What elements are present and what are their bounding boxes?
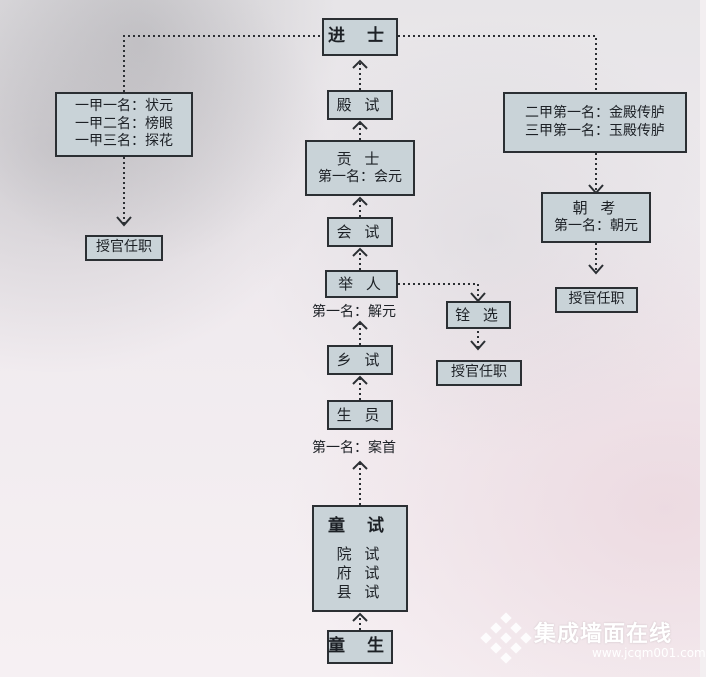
watermark-url: www.jcqm001.com xyxy=(592,646,706,660)
node-appoint-left: 授官任职 xyxy=(85,235,163,261)
node-yijia-1: 一甲一名：状元 xyxy=(75,98,173,115)
arrow-up-tongshi xyxy=(352,612,368,622)
node-chaokao-first: 第一名：朝元 xyxy=(554,218,638,235)
node-appoint-mid: 授官任职 xyxy=(436,360,522,386)
node-erjia-2: 三甲第一名：玉殿传胪 xyxy=(525,122,665,139)
node-tongshi-sub-1: 院 试 xyxy=(336,545,384,563)
connector-juren-quanxuan xyxy=(398,283,479,300)
watermark-text: 集成墙面在线 xyxy=(534,622,673,647)
arrow-up-shengyuan xyxy=(352,460,368,470)
node-huishi-label: 会 试 xyxy=(336,222,384,241)
node-tongsheng-label: 童 生 xyxy=(328,636,392,657)
node-huishi: 会 试 xyxy=(327,217,393,247)
arrow-up-dianshi xyxy=(352,120,368,130)
arrow-up-huishi xyxy=(352,247,368,257)
arrow-down-appoint-right xyxy=(588,264,604,275)
node-yijia: 一甲一名：状元 一甲二名：榜眼 一甲三名：探花 xyxy=(55,92,193,157)
node-xiangshi: 乡 试 xyxy=(327,345,393,375)
node-yijia-2: 一甲二名：榜眼 xyxy=(75,115,173,132)
arrow-up-jinshi xyxy=(352,59,368,69)
node-juren-label: 举 人 xyxy=(338,274,385,293)
arrow-down-appoint-mid xyxy=(470,340,486,351)
node-appoint-mid-label: 授官任职 xyxy=(451,364,507,381)
node-dianshi-label: 殿 试 xyxy=(336,95,384,114)
node-gongshi: 贡 士 第一名：会元 xyxy=(305,140,415,196)
connector-top-right xyxy=(398,35,597,92)
watermark: 集成墙面在线 www.jcqm001.com xyxy=(480,612,706,667)
node-juren: 举 人 xyxy=(325,270,398,298)
watermark-logo-icon xyxy=(480,612,532,664)
node-tongshi: 童 试 院 试 府 试 县 试 xyxy=(312,505,408,612)
arrow-down-appoint-left xyxy=(116,216,132,227)
node-jinshi: 进 士 xyxy=(322,18,398,56)
node-shengyuan-label: 生 员 xyxy=(336,405,384,424)
node-tongshi-label: 童 试 xyxy=(328,515,392,536)
node-xiangshi-label: 乡 试 xyxy=(336,350,384,369)
node-chaokao: 朝 考 第一名：朝元 xyxy=(541,192,651,243)
node-juren-first: 第一名：解元 xyxy=(312,304,396,320)
node-quanxuan-label: 铨 选 xyxy=(455,305,502,324)
node-shengyuan: 生 员 xyxy=(327,400,393,430)
node-yijia-3: 一甲三名：探花 xyxy=(75,133,173,150)
arrow-up-xiangshi xyxy=(352,375,368,385)
node-quanxuan: 铨 选 xyxy=(446,301,511,329)
connector-top-left xyxy=(123,35,322,92)
arrow-up-gongshi xyxy=(352,196,368,206)
node-tongsheng: 童 生 xyxy=(327,630,393,664)
node-shengyuan-first: 第一名：案首 xyxy=(312,440,396,456)
node-tongshi-sub-2: 府 试 xyxy=(336,563,384,582)
node-tongshi-sub-3: 县 试 xyxy=(336,582,384,601)
node-dianshi: 殿 试 xyxy=(327,90,393,120)
arrow-up-juren xyxy=(352,320,368,330)
node-appoint-right: 授官任职 xyxy=(555,287,638,313)
node-erjia-1: 二甲第一名：金殿传胪 xyxy=(525,105,665,121)
node-chaokao-label: 朝 考 xyxy=(572,199,620,218)
node-appoint-right-label: 授官任职 xyxy=(568,291,625,308)
node-appoint-left-label: 授官任职 xyxy=(96,239,152,256)
node-gongshi-first: 第一名：会元 xyxy=(318,168,402,185)
node-jinshi-label: 进 士 xyxy=(328,26,392,47)
node-erjia: 二甲第一名：金殿传胪 三甲第一名：玉殿传胪 xyxy=(503,92,687,153)
node-gongshi-label: 贡 士 xyxy=(336,149,384,168)
